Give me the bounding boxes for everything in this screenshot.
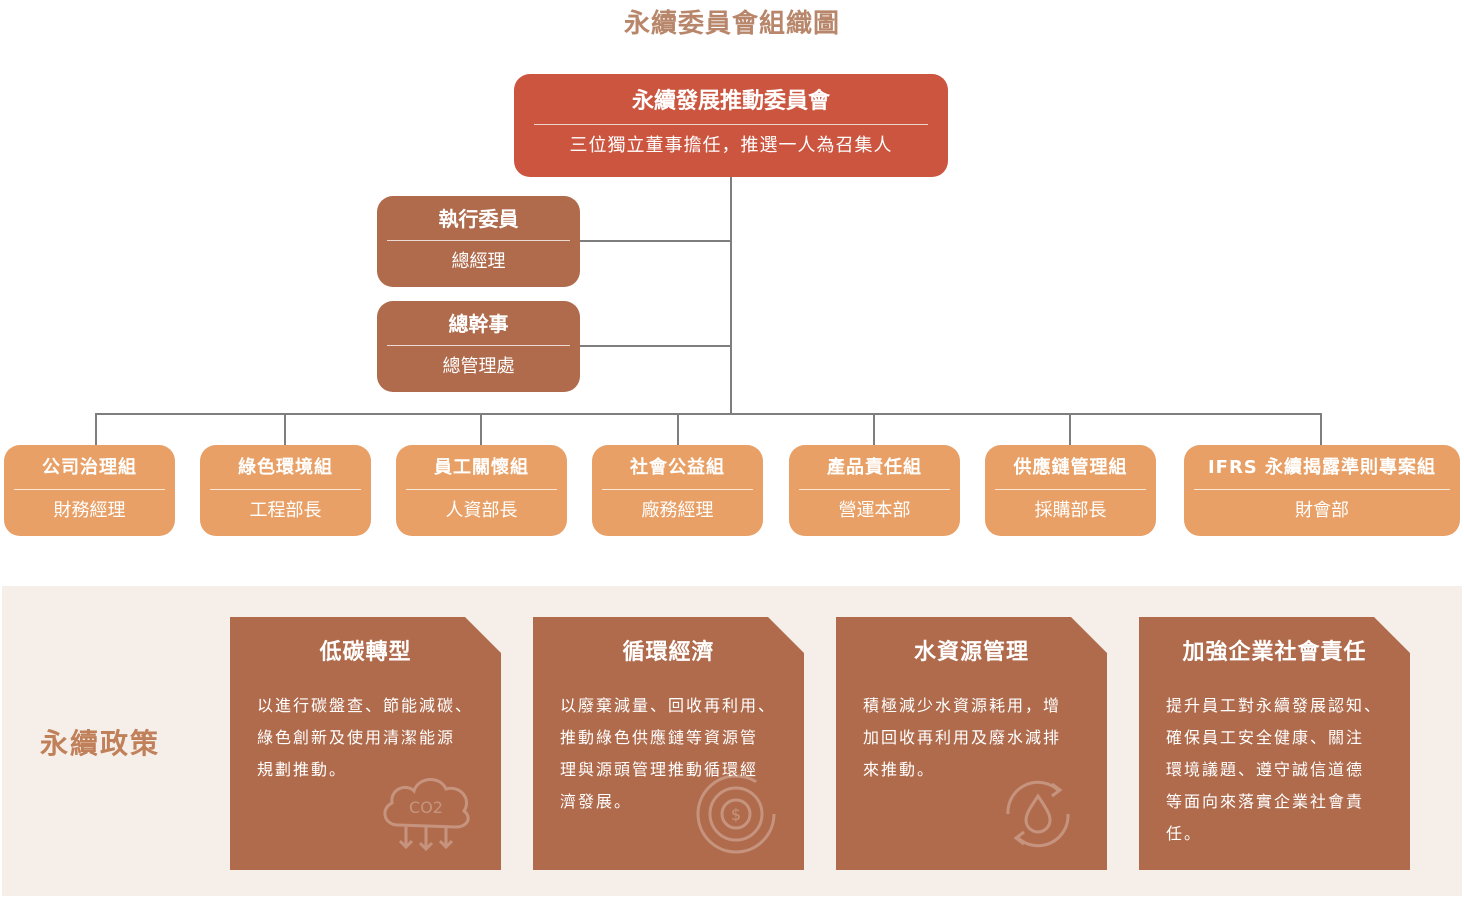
policy-card-title: 低碳轉型 xyxy=(319,640,412,665)
executive-divider xyxy=(387,240,570,241)
policy-card-line: 濟發展。 xyxy=(560,792,633,811)
group-node-employee-care: 員工關懷組 人資部長 xyxy=(396,445,567,536)
policy-card-line: 環境議題、遵守誠信道德 xyxy=(1166,760,1365,779)
group-holder: 營運本部 xyxy=(838,500,911,521)
secretary-holder: 總管理處 xyxy=(442,356,515,377)
policy-card-title: 循環經濟 xyxy=(622,640,715,665)
policy-card-title: 加強企業社會責任 xyxy=(1182,640,1367,665)
group-name: 綠色環境組 xyxy=(238,457,333,478)
group-divider xyxy=(210,489,361,490)
connector-trunk xyxy=(730,177,732,415)
group-holder: 人資部長 xyxy=(445,500,518,521)
group-divider xyxy=(14,489,165,490)
co2-label: CO2 xyxy=(409,798,443,817)
group-node-ifrs-project: IFRS 永續揭露準則專案組 財會部 xyxy=(1184,445,1460,536)
connector-group-2 xyxy=(284,413,286,445)
connector-group-7 xyxy=(1320,413,1322,445)
connector-group-1 xyxy=(95,413,97,445)
group-divider xyxy=(799,489,950,490)
group-holder: 採購部長 xyxy=(1034,500,1107,521)
secretary-node: 總幹事 總管理處 xyxy=(377,301,580,392)
committee-desc: 三位獨立董事擔任，推選一人為召集人 xyxy=(569,135,893,156)
group-holder: 財會部 xyxy=(1295,500,1349,521)
group-holder: 財務經理 xyxy=(53,500,126,521)
policy-card-body: 以進行碳盤查、節能減碳、 綠色創新及使用清潔能源 規劃推動。 xyxy=(257,690,479,786)
group-divider xyxy=(406,489,557,490)
committee-name: 永續發展推動委員會 xyxy=(631,89,830,114)
policy-card-line: 等面向來落實企業社會責 xyxy=(1166,792,1365,811)
group-name: IFRS 永續揭露準則專案組 xyxy=(1207,457,1437,478)
policy-card-csr: 加強企業社會責任 提升員工對永續發展認知、 確保員工安全健康、關注 環境議題、遵… xyxy=(1139,617,1410,870)
recycle-coin-icon: $ xyxy=(696,774,776,854)
group-name: 供應鏈管理組 xyxy=(1013,457,1128,478)
group-divider xyxy=(1194,489,1450,490)
policy-card-line: 積極減少水資源耗用，增 xyxy=(863,696,1062,715)
connector-group-5 xyxy=(873,413,875,445)
executive-node: 執行委員 總經理 xyxy=(377,196,580,287)
connector-group-6 xyxy=(1069,413,1071,445)
coin-symbol: $ xyxy=(731,805,741,824)
policy-card-title: 水資源管理 xyxy=(913,640,1029,665)
secretary-name: 總幹事 xyxy=(448,312,509,336)
policy-card-line: 以廢棄減量、回收再利用、 xyxy=(560,696,777,715)
policy-card-line: 理與源頭管理推動循環經 xyxy=(560,760,759,779)
policy-card-low-carbon: 低碳轉型 以進行碳盤查、節能減碳、 綠色創新及使用清潔能源 規劃推動。 CO2 xyxy=(230,617,501,870)
secretary-divider xyxy=(387,345,570,346)
group-name: 產品責任組 xyxy=(827,457,922,478)
policy-card-water-management: 水資源管理 積極減少水資源耗用，增 加回收再利用及廢水減排 來推動。 xyxy=(836,617,1107,870)
group-node-product-responsibility: 產品責任組 營運本部 xyxy=(789,445,960,536)
policy-card-body: 以廢棄減量、回收再利用、 推動綠色供應鏈等資源管 理與源頭管理推動循環經 濟發展… xyxy=(560,690,782,818)
policy-card-line: 加回收再利用及廢水減排 xyxy=(863,728,1062,747)
group-node-governance: 公司治理組 財務經理 xyxy=(4,445,175,536)
water-cycle-icon xyxy=(1006,780,1070,848)
policy-card-line: 以進行碳盤查、節能減碳、 xyxy=(257,696,474,715)
policy-card-circular-economy: 循環經濟 以廢棄減量、回收再利用、 推動綠色供應鏈等資源管 理與源頭管理推動循環… xyxy=(533,617,804,870)
executive-name: 執行委員 xyxy=(438,207,519,231)
policy-card-body: 積極減少水資源耗用，增 加回收再利用及廢水減排 來推動。 xyxy=(863,690,1085,786)
policy-card-line: 推動綠色供應鏈等資源管 xyxy=(560,728,759,747)
policy-card-line: 規劃推動。 xyxy=(257,760,348,779)
connector-group-4 xyxy=(677,413,679,445)
group-node-green-environment: 綠色環境組 工程部長 xyxy=(200,445,371,536)
policy-card-line: 確保員工安全健康、關注 xyxy=(1166,728,1365,747)
policy-card-line: 任。 xyxy=(1166,824,1203,843)
chart-title: 永續委員會組織圖 xyxy=(623,9,840,39)
connector-secretary xyxy=(580,345,731,347)
committee-node: 永續發展推動委員會 三位獨立董事擔任，推選一人為召集人 xyxy=(514,74,948,177)
policy-card-line: 綠色創新及使用清潔能源 xyxy=(257,728,456,747)
policy-card-body: 提升員工對永續發展認知、 確保員工安全健康、關注 環境議題、遵守誠信道德 等面向… xyxy=(1166,690,1388,850)
connector-group-3 xyxy=(480,413,482,445)
policy-card-line: 來推動。 xyxy=(863,760,936,779)
group-name: 公司治理組 xyxy=(42,457,137,478)
co2-cloud-icon: CO2 xyxy=(383,778,470,852)
group-name: 員工關懷組 xyxy=(434,457,529,478)
connector-executive xyxy=(580,240,731,242)
connector-groups-bar xyxy=(95,413,1322,415)
group-name: 社會公益組 xyxy=(630,457,725,478)
group-holder: 工程部長 xyxy=(249,500,322,521)
policy-card-line: 提升員工對永續發展認知、 xyxy=(1166,696,1383,715)
group-holder: 廠務經理 xyxy=(641,500,714,521)
group-node-supply-chain: 供應鏈管理組 採購部長 xyxy=(985,445,1156,536)
committee-divider xyxy=(534,124,928,125)
group-node-social-welfare: 社會公益組 廠務經理 xyxy=(592,445,763,536)
policy-label: 永續政策 xyxy=(40,727,161,760)
executive-holder: 總經理 xyxy=(451,251,506,272)
group-divider xyxy=(602,489,753,490)
group-divider xyxy=(995,489,1146,490)
